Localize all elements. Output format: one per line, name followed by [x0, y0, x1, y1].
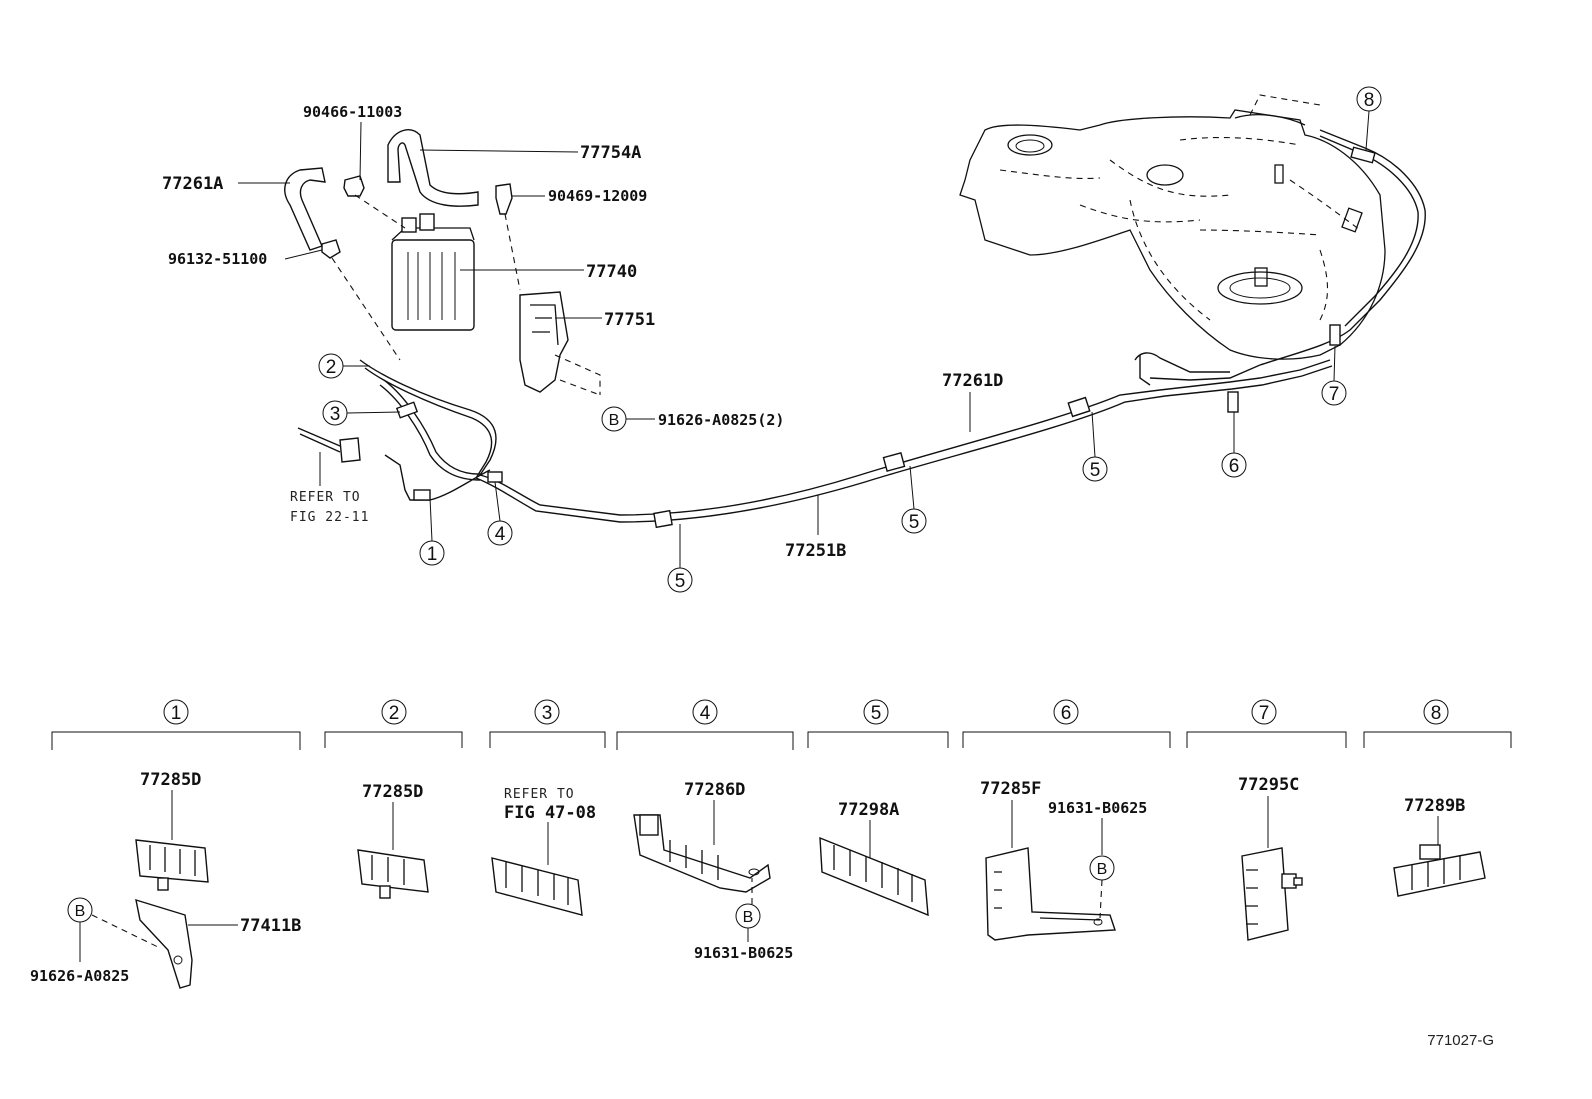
group-7-parts: 77295C [1238, 775, 1303, 941]
group-6-number: 6 [1061, 703, 1072, 724]
callout-B-top: B [609, 412, 620, 429]
group-1-bracket-label: 77411B [240, 916, 301, 936]
group-3-refer-line1: REFER TO [504, 787, 575, 802]
top-labels: 90466-11003 77754A 77261A 90469-12009 96… [162, 103, 1003, 561]
label-77754A: 77754A [580, 143, 641, 163]
callout-8: 8 [1364, 90, 1375, 111]
group-6-part-label: 77285F [980, 779, 1041, 799]
label-90466-11003: 90466-11003 [303, 103, 402, 121]
group-5-part-label: 77298A [838, 800, 899, 820]
group-1-parts: 77285D 77411B B 91626-A0825 [30, 770, 301, 989]
group-8-parts: 77289B [1393, 796, 1486, 897]
callout-6: 6 [1229, 456, 1240, 477]
group-1-number: 1 [171, 703, 182, 724]
callout-7: 7 [1329, 384, 1340, 405]
evap-canister [391, 213, 475, 331]
group-3-number: 3 [542, 703, 553, 724]
clip-96132 [321, 239, 341, 259]
group-headers: 1 2 3 4 5 6 7 8 [51, 699, 1512, 750]
label-77261D: 77261D [942, 371, 1003, 391]
label-77261A: 77261A [162, 174, 223, 194]
group-2-number: 2 [389, 703, 400, 724]
group-3-refer-line2: FIG 47-08 [504, 803, 596, 823]
group-4-number: 4 [700, 703, 711, 724]
group-7-part-label: 77295C [1238, 775, 1299, 795]
group-1-part-label: 77285D [140, 770, 201, 790]
refer-top-line1: REFER TO [290, 490, 361, 505]
label-77251B: 77251B [785, 541, 846, 561]
callout-5-a: 5 [675, 571, 686, 592]
callout-4: 4 [495, 524, 506, 545]
label-91626-A0825-2: 91626-A0825(2) [658, 411, 784, 429]
fuel-lines [359, 352, 1333, 523]
label-77751: 77751 [604, 310, 655, 330]
refer-top-line2: FIG 22-11 [290, 510, 369, 525]
group-8-number: 8 [1431, 703, 1442, 724]
group-2-parts: 77285D [357, 782, 429, 899]
group-8-part-label: 77289B [1404, 796, 1465, 816]
label-77740: 77740 [586, 262, 637, 282]
group-5-parts: 77298A [819, 800, 929, 917]
group-4-callout-B: B [743, 909, 754, 926]
fuel-tank [959, 94, 1386, 360]
callout-5-b: 5 [909, 512, 920, 533]
clip-90469 [495, 183, 513, 215]
group-4-parts: 77286D B 91631-B0625 [633, 780, 793, 962]
group-7-number: 7 [1259, 703, 1270, 724]
callout-1: 1 [427, 544, 438, 565]
group-6-callout-B: B [1097, 861, 1108, 878]
label-96132-51100: 96132-51100 [168, 250, 267, 268]
group-1-bolt-label: 91626-A0825 [30, 967, 129, 985]
clip-90466 [343, 175, 365, 197]
callout-3: 3 [330, 404, 341, 425]
figure-code: 771027-G [1427, 1032, 1494, 1049]
main-callouts: 2 3 1 4 5 5 5 6 7 8 [318, 86, 1382, 593]
connector-top [339, 437, 361, 463]
hoses [284, 129, 479, 251]
group-2-part-label: 77285D [362, 782, 423, 802]
line-clips [395, 146, 1376, 529]
label-90469-12009: 90469-12009 [548, 187, 647, 205]
callout-5-c: 5 [1090, 460, 1101, 481]
group-1-callout-B: B [75, 903, 86, 920]
group-5-number: 5 [871, 703, 882, 724]
callout-2: 2 [326, 357, 337, 378]
group-6-bolt-label: 91631-B0625 [1048, 799, 1147, 817]
group-3-parts: REFER TO FIG 47-08 [491, 787, 596, 916]
vent-line [1149, 129, 1426, 381]
group-4-part-label: 77286D [684, 780, 745, 800]
group-6-parts: 77285F 91631-B0625 B [980, 779, 1147, 941]
canister-bracket [519, 291, 601, 396]
group-4-bolt-label: 91631-B0625 [694, 944, 793, 962]
